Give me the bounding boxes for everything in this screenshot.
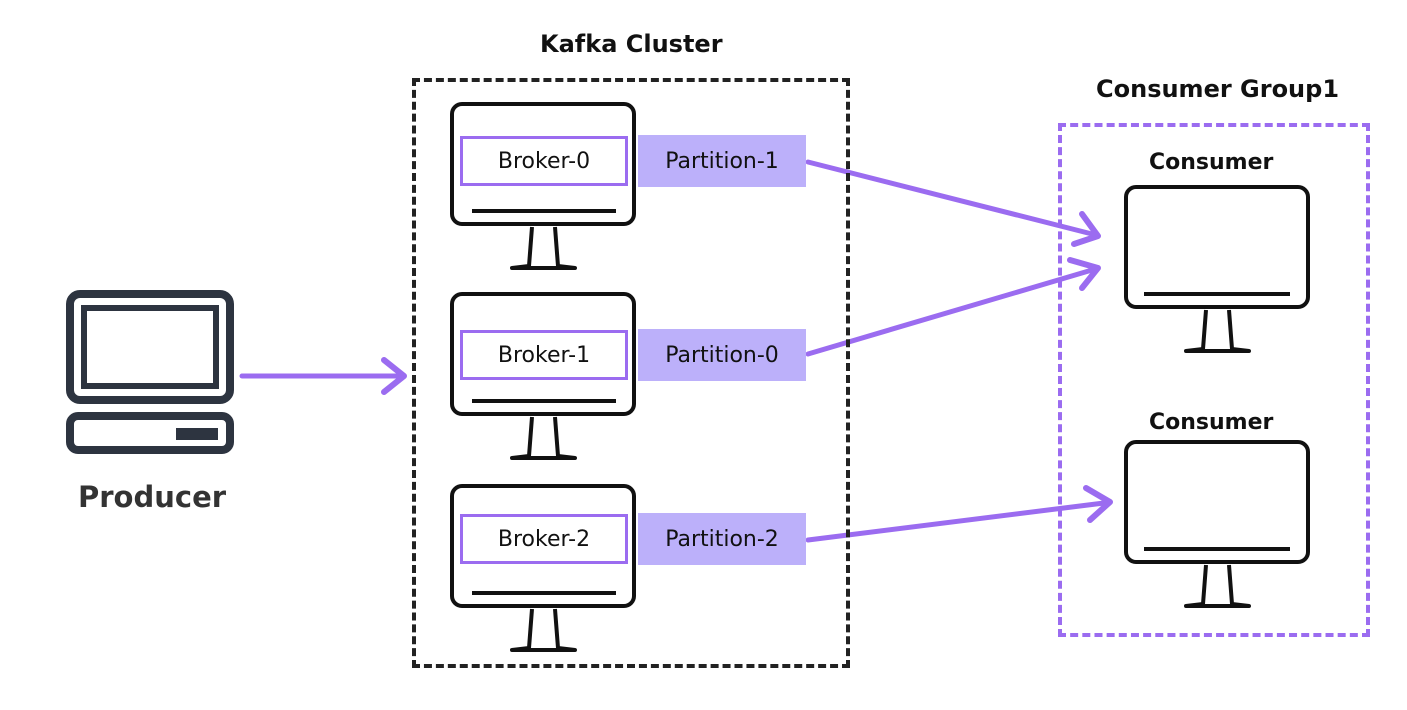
consumer-2-monitor-icon xyxy=(1124,440,1310,608)
broker-2-label: Broker-2 xyxy=(460,514,628,564)
partition-2-label: Partition-2 xyxy=(638,513,806,565)
consumer-group-title: Consumer Group1 xyxy=(1096,75,1340,103)
partition-2-to-consumer-2-arrow xyxy=(805,485,1113,543)
broker-0-label: Broker-0 xyxy=(460,136,628,186)
consumer-1-label: Consumer xyxy=(1149,150,1274,175)
consumer-2-label: Consumer xyxy=(1149,410,1274,435)
kafka-cluster-title: Kafka Cluster xyxy=(540,30,723,58)
broker-1-label: Broker-1 xyxy=(460,330,628,380)
consumer-group-boundary xyxy=(1058,123,1370,637)
producer-computer-icon xyxy=(66,290,234,454)
producer-label: Producer xyxy=(78,480,227,514)
partition-1-to-consumer-1-arrow xyxy=(805,159,1101,247)
kafka-cluster-boundary xyxy=(412,78,850,668)
partition-0-to-consumer-1-arrow xyxy=(805,257,1101,357)
consumer-1-monitor-icon xyxy=(1124,185,1310,353)
partition-1-label: Partition-1 xyxy=(638,135,806,187)
partition-0-label: Partition-0 xyxy=(638,329,806,381)
producer-to-cluster-arrow xyxy=(239,357,407,395)
